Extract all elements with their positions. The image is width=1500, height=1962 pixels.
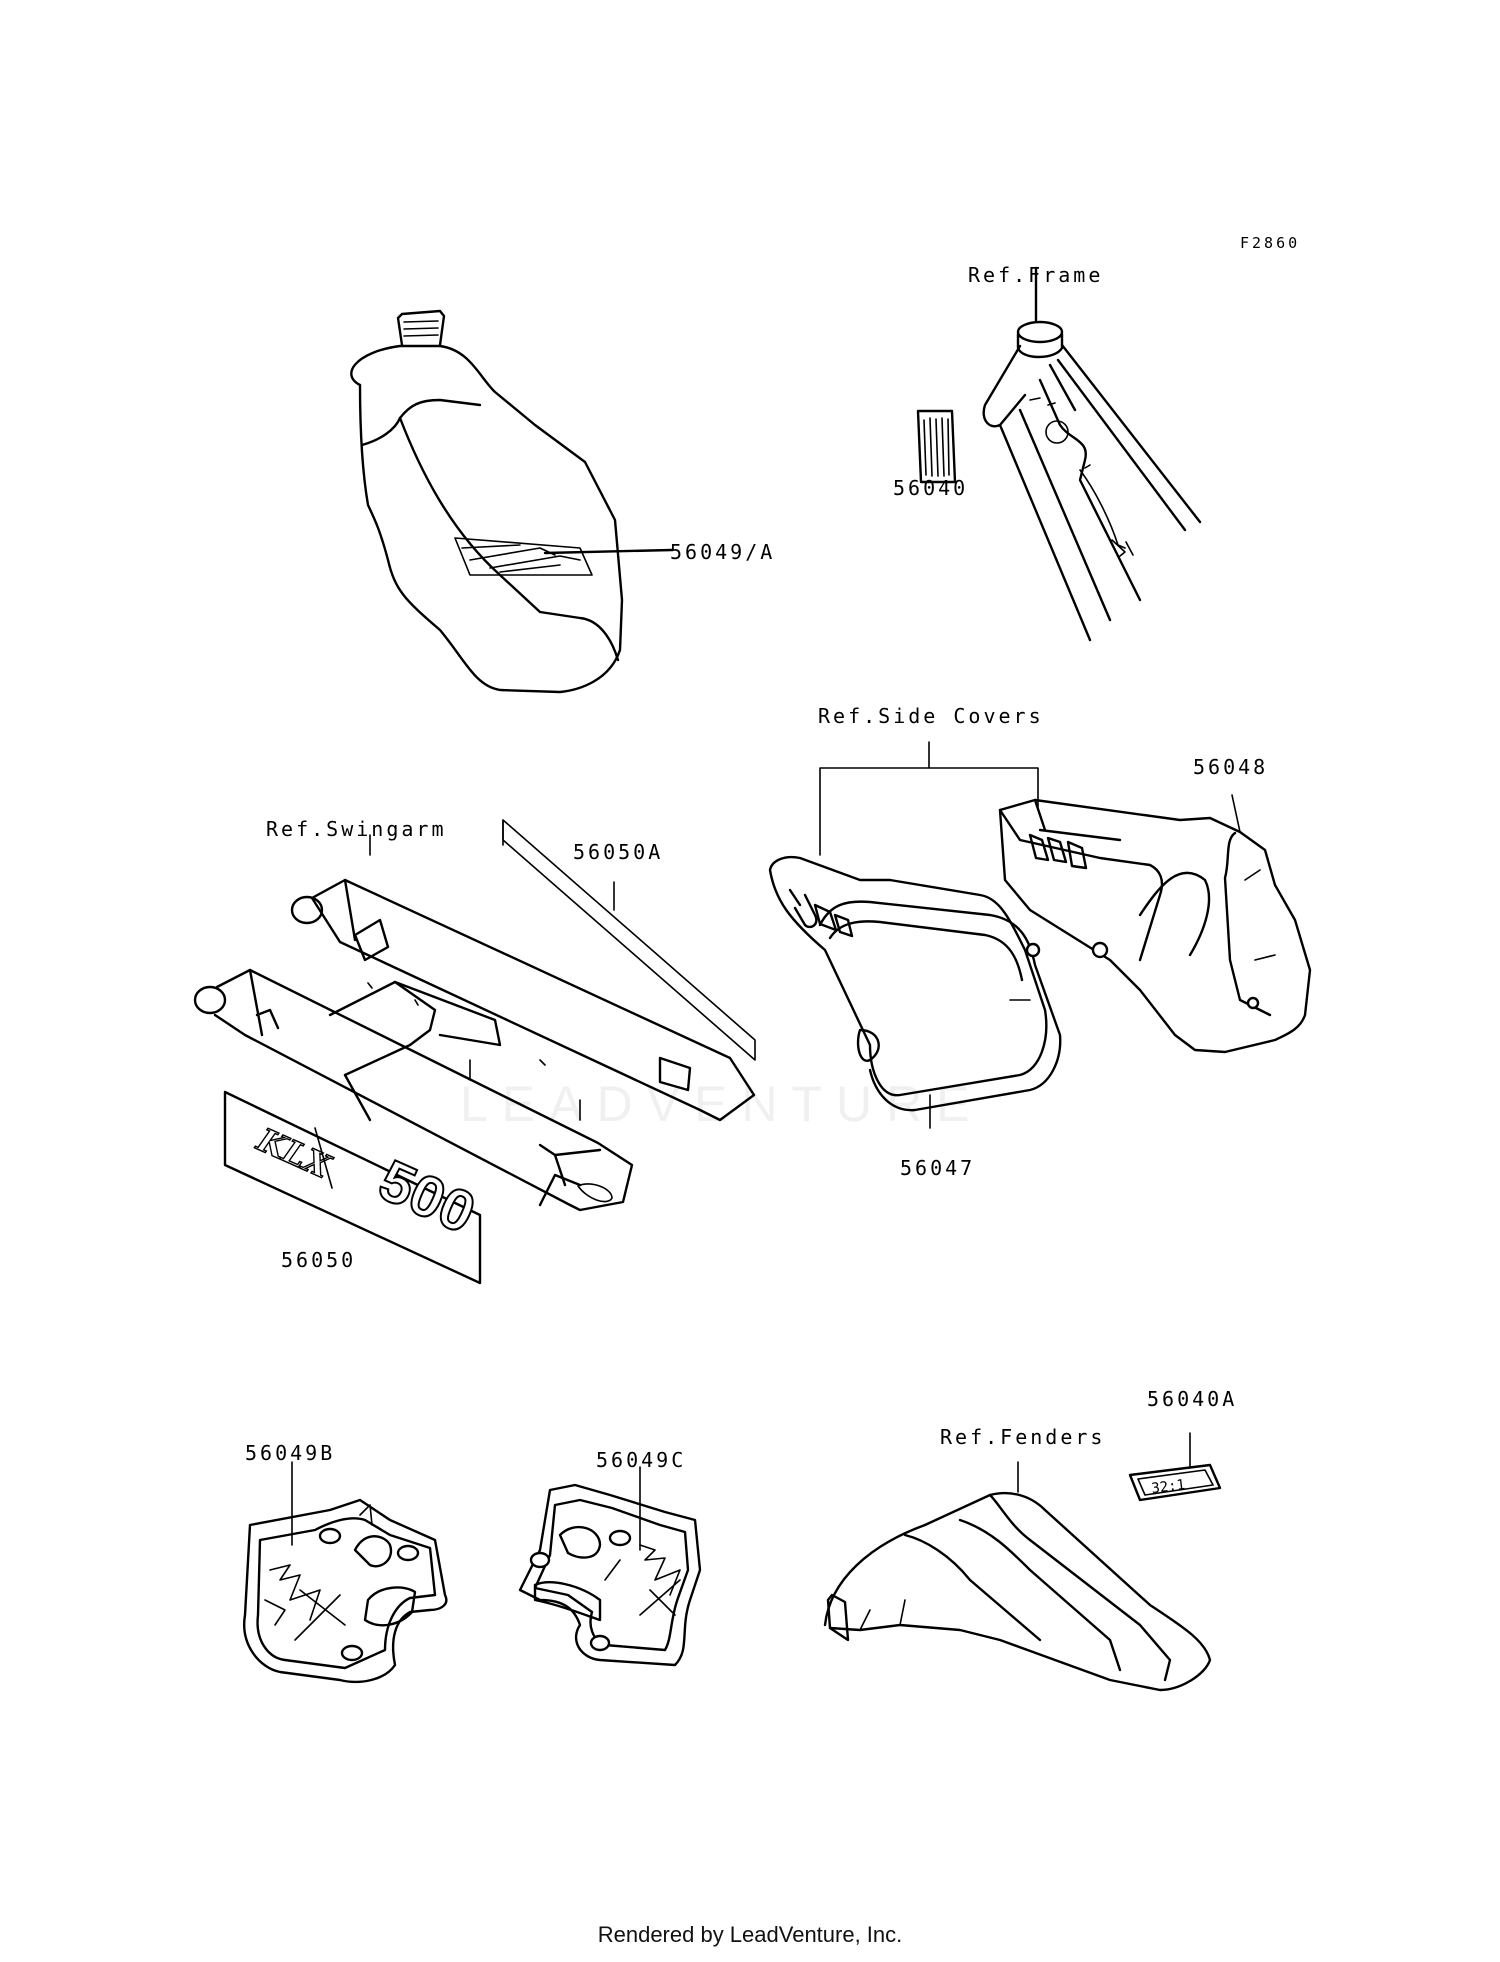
number-plate-56049b-drawing: [243, 1498, 448, 1684]
footer-credit: Rendered by LeadVenture, Inc.: [597, 1922, 903, 1947]
decal-model-number: 500: [370, 1147, 485, 1246]
fender-decal-text: 32:1: [1151, 1477, 1186, 1497]
side-cover-56047-drawing: [768, 856, 1062, 1112]
label-56049a: 56049/A: [670, 540, 776, 564]
label-56050: 56050: [281, 1248, 357, 1272]
label-56050a: 56050A: [573, 840, 664, 864]
fender-drawing: 32:1: [823, 1463, 1222, 1692]
side-cover-56048-drawing: [998, 798, 1312, 1054]
label-56048: 56048: [1193, 755, 1269, 779]
label-ref-side-covers: Ref.Side Covers: [818, 704, 1044, 728]
leader-lines: [291, 267, 1241, 1551]
decal-model-script: KLX: [251, 1120, 337, 1186]
watermark: LEADVENTURE: [460, 1076, 984, 1132]
frame-drawing: [916, 266, 1202, 642]
number-plate-56049c-drawing: [518, 1483, 702, 1667]
label-ref-swingarm: Ref.Swingarm: [266, 817, 447, 841]
label-56049b: 56049B: [245, 1441, 336, 1465]
label-56047: 56047: [900, 1156, 976, 1180]
label-56040a: 56040A: [1147, 1387, 1238, 1411]
swingarm-drawing: KLX 500: [193, 819, 756, 1285]
label-ref-frame: Ref.Frame: [968, 263, 1104, 287]
label-56040: 56040: [893, 476, 969, 500]
label-ref-fenders: Ref.Fenders: [940, 1425, 1106, 1449]
label-56049c: 56049C: [596, 1448, 687, 1472]
figure-id: F2860: [1240, 234, 1301, 252]
fuel-tank-drawing: [350, 309, 674, 694]
